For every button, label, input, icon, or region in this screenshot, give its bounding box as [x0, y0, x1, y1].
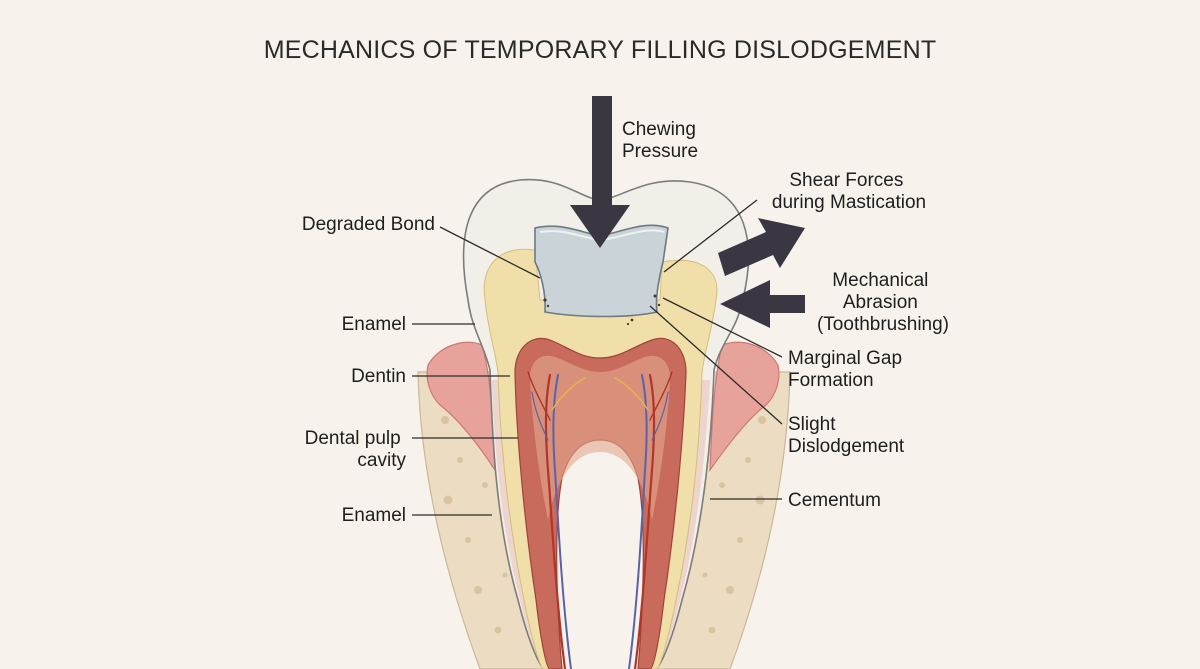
label-cementum: Cementum — [788, 490, 881, 511]
label-degraded-bond: Degraded Bond — [302, 214, 435, 235]
leader-lines — [412, 199, 783, 516]
abrasion-arrow — [720, 280, 805, 328]
label-mechanical-abrasion: Mechanical Abrasion (Toothbrushing) — [817, 270, 949, 335]
label-chewing-pressure: Chewing Pressure — [622, 119, 701, 162]
label-dental-pulp-cavity: Dental pulp cavity — [305, 428, 407, 471]
label-enamel-lower: Enamel — [342, 505, 406, 526]
label-marginal-gap: Marginal Gap Formation — [788, 348, 907, 391]
marginal-gap-debris — [543, 294, 661, 326]
chewing-pressure-arrow — [570, 96, 630, 248]
shear-force-arrow — [718, 218, 805, 276]
diagram-title: MECHANICS OF TEMPORARY FILLING DISLODGEM… — [264, 36, 937, 64]
label-enamel-upper: Enamel — [342, 314, 406, 335]
label-dentin: Dentin — [351, 366, 406, 387]
label-shear-forces: Shear Forces during Mastication — [772, 170, 926, 213]
force-arrows — [570, 96, 805, 328]
nerves-vessels — [527, 371, 673, 669]
label-slight-dislodgement: Slight Dislodgement — [788, 414, 905, 457]
